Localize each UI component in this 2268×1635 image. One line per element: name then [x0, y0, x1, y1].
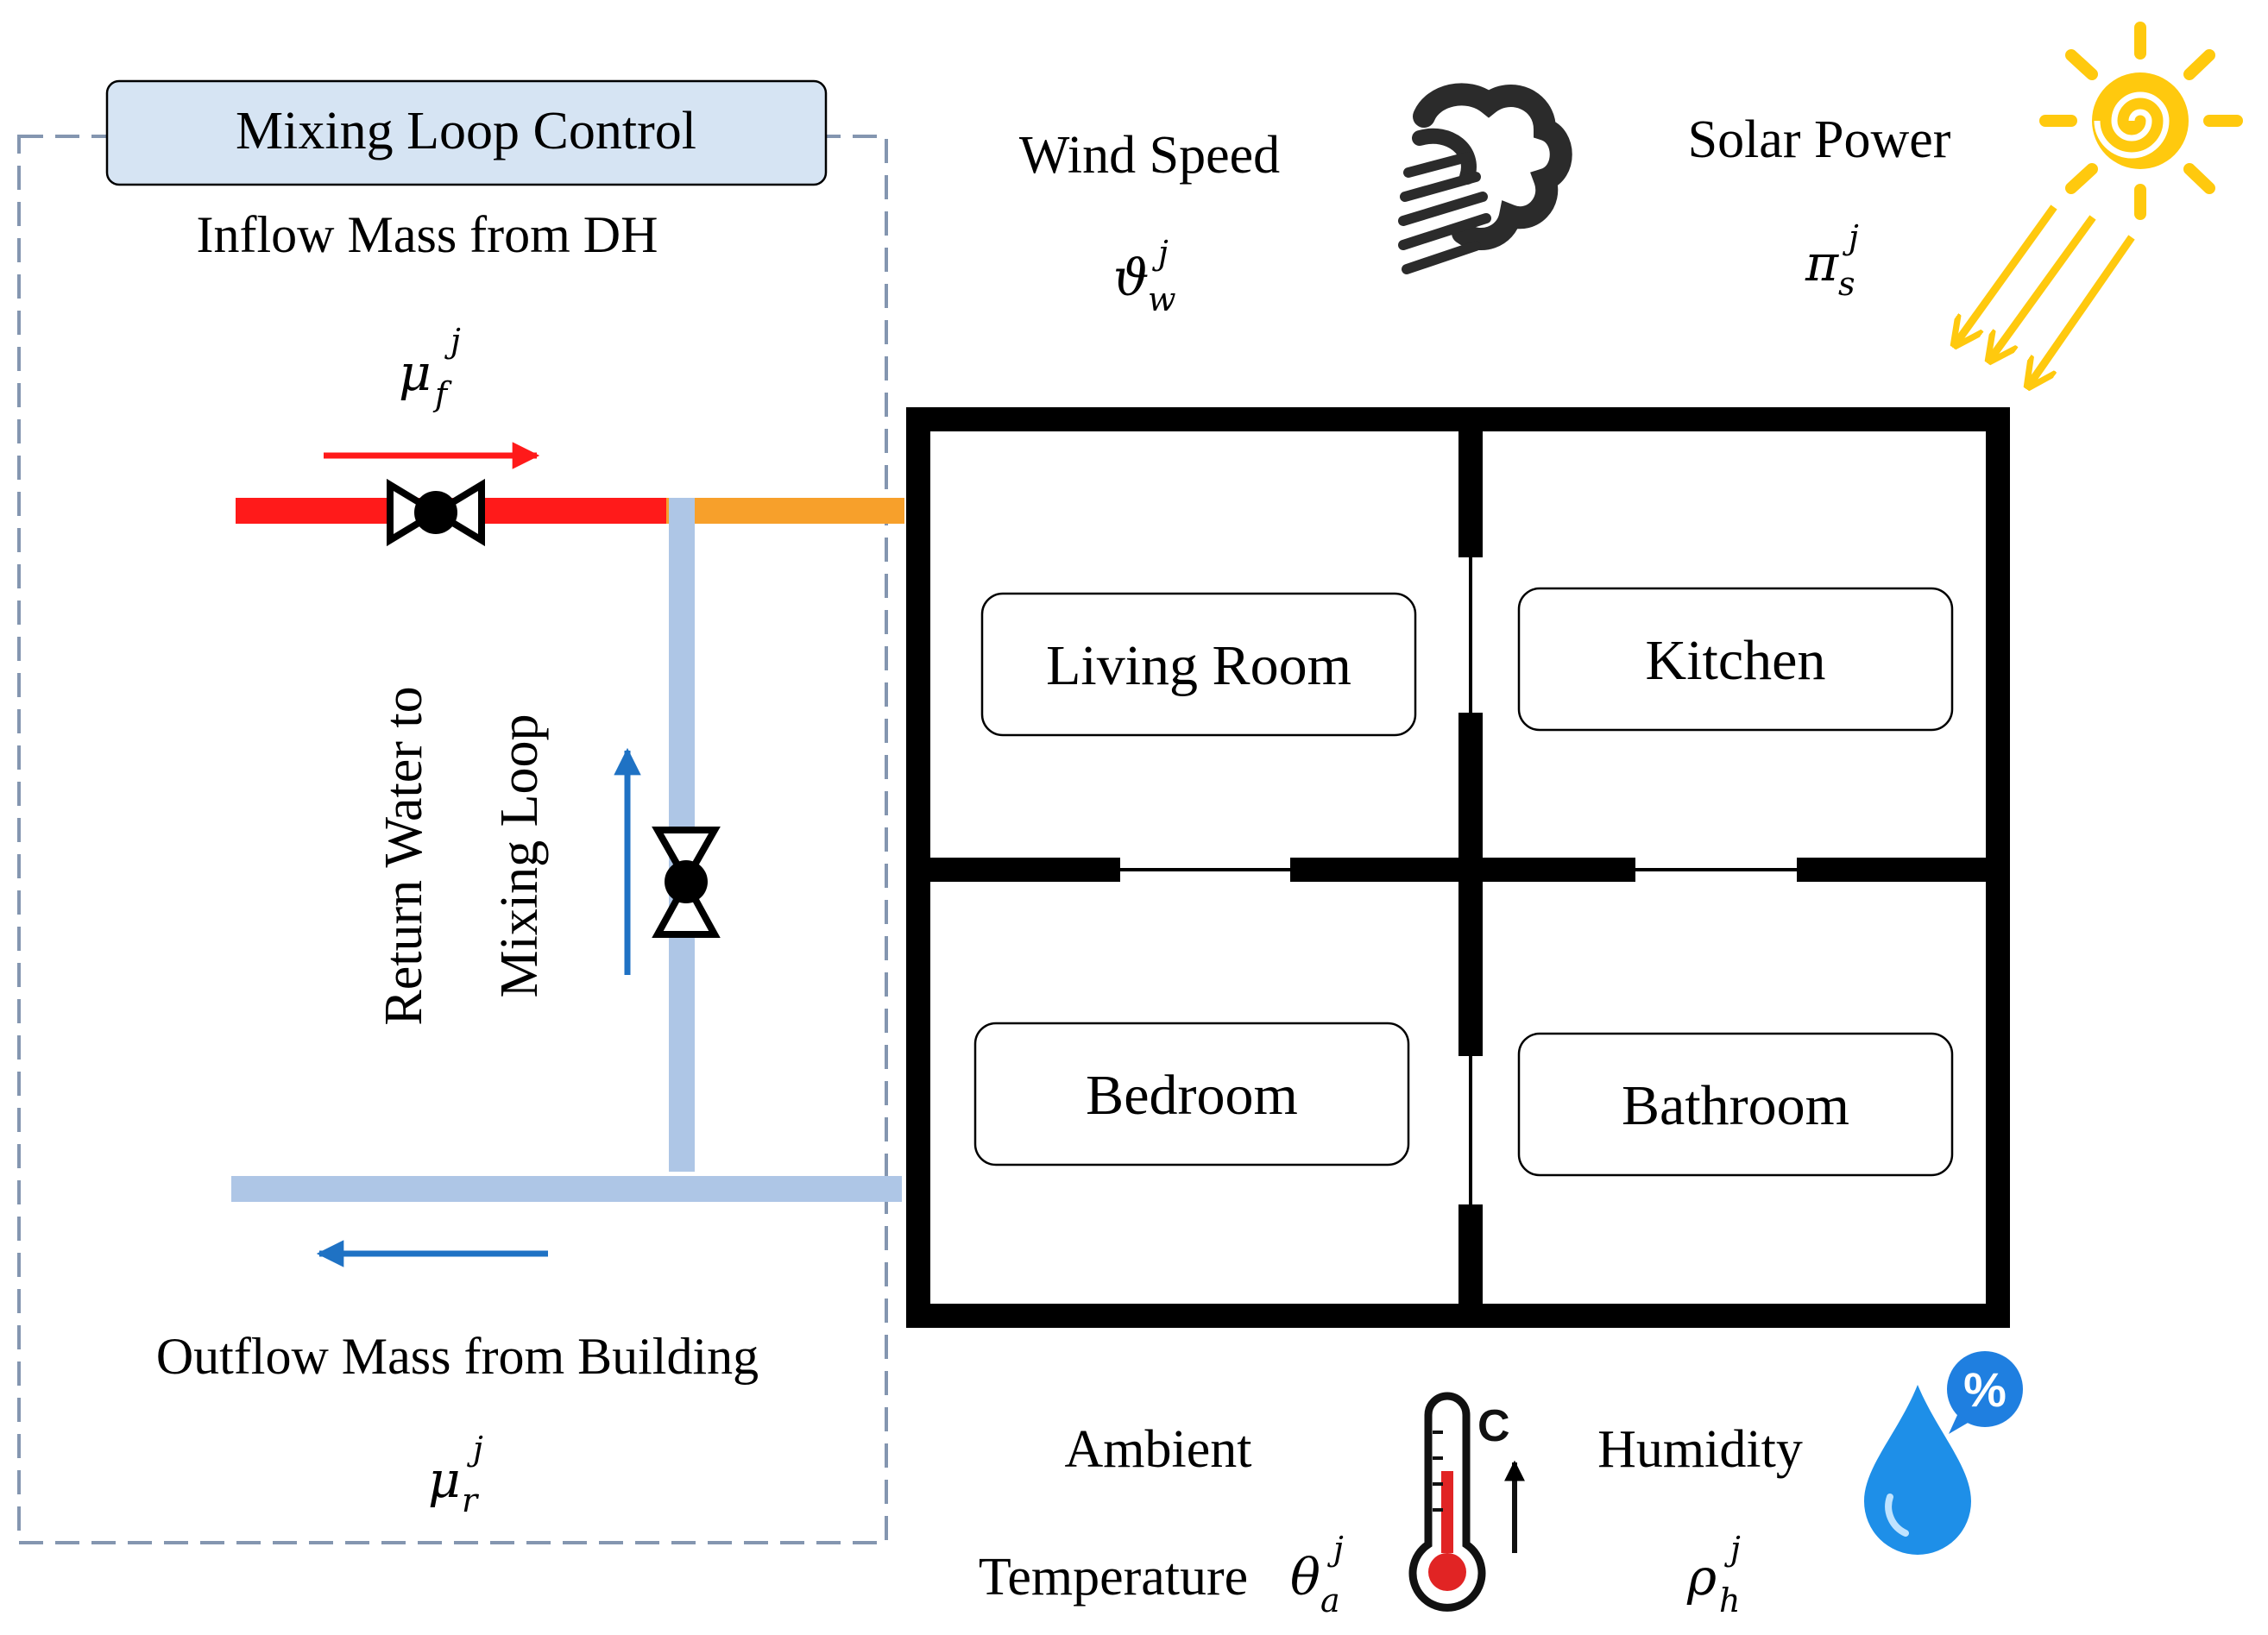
solar-symbol-sub: s — [1838, 265, 1855, 303]
thermometer-unit: C — [1477, 1401, 1510, 1451]
wind-cloud-icon — [1398, 83, 1572, 274]
room-kitchen[interactable]: Kitchen — [1517, 587, 1954, 732]
inflow-symbol-base: μ — [399, 343, 432, 402]
inflow-symbol-sub: f — [432, 375, 452, 413]
humidity-drop-icon: % — [1864, 1351, 2023, 1555]
valve-icon[interactable] — [652, 827, 721, 938]
return-label-line2: Mixing Loop — [490, 714, 549, 998]
room-kitchen-label: Kitchen — [1646, 629, 1826, 692]
wind-label: Wind Speed — [1019, 126, 1280, 185]
room-living[interactable]: Living Room — [980, 592, 1417, 737]
wind-symbol-sup: j — [1152, 234, 1169, 272]
mixing-loop-control: Mixing Loop Control Inflow Mass from DH … — [17, 79, 904, 1544]
valve-icon[interactable] — [387, 478, 485, 547]
wall-segment — [930, 858, 1120, 882]
control-title-box — [105, 79, 828, 186]
control-title: Mixing Loop Control — [236, 102, 696, 160]
outflow-symbol-base: μ — [428, 1450, 461, 1509]
solar-label: Solar Power — [1688, 110, 1951, 169]
inflow-label: Inflow Mass from DH — [197, 206, 658, 263]
humidity-symbol-sup: j — [1724, 1530, 1741, 1568]
ambient-temperature-group: Ambient Temperature θ j a C — [979, 1392, 1525, 1619]
solar-symbol-base: π — [1805, 234, 1839, 292]
outflow-symbol-sub: r — [462, 1481, 480, 1519]
thermometer-icon: C — [1408, 1392, 1525, 1612]
room-bathroom-label: Bathroom — [1622, 1074, 1849, 1137]
room-bedroom-label: Bedroom — [1086, 1064, 1298, 1127]
room-living-label: Living Room — [1046, 634, 1351, 697]
solar-symbol-sup: j — [1843, 218, 1859, 256]
control-dashed-border — [17, 135, 888, 1544]
inflow-symbol: μ j f — [399, 322, 461, 413]
humidity-group: Humidity ρ j h % — [1597, 1351, 2023, 1619]
wall-segment — [1458, 431, 1483, 557]
ambient-symbol-sub: a — [1320, 1582, 1340, 1619]
wind-speed-group: Wind Speed ϑ j w — [1019, 83, 1572, 318]
room-bedroom[interactable]: Bedroom — [973, 1022, 1410, 1167]
humidity-badge: % — [1963, 1362, 2007, 1417]
humidity-symbol-sub: h — [1719, 1582, 1740, 1619]
ambient-symbol-sup: j — [1327, 1530, 1344, 1568]
humidity-label: Humidity — [1597, 1420, 1803, 1479]
inflow-symbol-sup: j — [444, 322, 461, 360]
return-label-line1: Return Water to — [375, 686, 433, 1025]
outflow-symbol: μ j r — [428, 1430, 483, 1519]
outflow-label: Outflow Mass from Building — [156, 1328, 759, 1385]
ambient-label-line1: Ambient — [1065, 1420, 1252, 1479]
wall-segment — [1458, 713, 1483, 1056]
ambient-symbol-base: θ — [1290, 1548, 1320, 1607]
wall-segment — [1290, 858, 1635, 882]
building-floorplan: Living Room Kitchen Bedroom Bathroom — [906, 407, 2010, 1328]
wall-segment — [1458, 1204, 1483, 1304]
wind-symbol-sub: w — [1148, 280, 1176, 318]
ambient-label-line2: Temperature — [979, 1548, 1248, 1607]
room-bathroom[interactable]: Bathroom — [1517, 1032, 1954, 1177]
wind-symbol-base: ϑ — [1113, 248, 1149, 307]
solar-power-group: Solar Power π j s — [1688, 22, 2243, 387]
humidity-symbol-base: ρ — [1686, 1548, 1717, 1607]
wall-segment — [1797, 858, 1986, 882]
outflow-symbol-sup: j — [467, 1430, 483, 1468]
sun-icon — [1955, 22, 2243, 387]
